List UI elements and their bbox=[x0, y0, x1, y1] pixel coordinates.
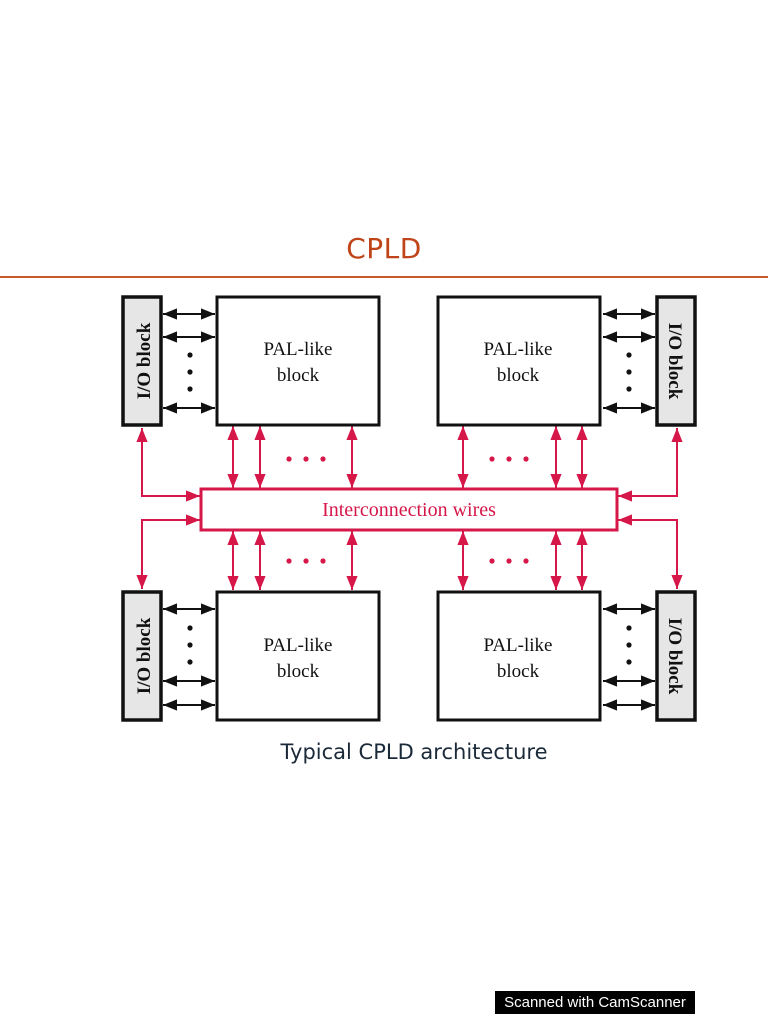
pal-block-label-line1: PAL-like bbox=[484, 635, 553, 656]
io-block-bottom-right: I/O block bbox=[655, 590, 697, 722]
io-block-label: I/O block bbox=[664, 618, 685, 695]
pal-block-top-right: PAL-like block bbox=[436, 295, 602, 427]
pal-block-label-line1: PAL-like bbox=[264, 635, 333, 656]
pal-block-label-line1: PAL-like bbox=[484, 339, 553, 360]
interconnect-label: Interconnection wires bbox=[322, 499, 496, 521]
io-pal-connections-bottom bbox=[163, 603, 655, 711]
interconnection-wires-block: Interconnection wires bbox=[199, 487, 619, 532]
io-block-label: I/O block bbox=[664, 323, 685, 400]
io-pal-connections-top bbox=[163, 308, 655, 414]
pal-block-label-line2: block bbox=[277, 661, 320, 682]
io-block-bottom-left: I/O block bbox=[121, 590, 163, 722]
io-block-label: I/O block bbox=[134, 322, 155, 399]
io-block-top-right: I/O block bbox=[655, 295, 697, 427]
ellipsis-dots-red bbox=[286, 456, 529, 564]
ellipsis-dots-black bbox=[187, 352, 632, 665]
pal-interconnect-connections bbox=[227, 426, 588, 590]
pal-block-bottom-right: PAL-like block bbox=[436, 590, 602, 722]
pal-block-bottom-left: PAL-like block bbox=[215, 590, 381, 722]
io-block-label: I/O block bbox=[134, 617, 155, 694]
pal-block-label-line2: block bbox=[497, 365, 540, 386]
camscanner-watermark: Scanned with CamScanner bbox=[495, 991, 695, 1014]
pal-block-label-line2: block bbox=[497, 661, 540, 682]
title-divider bbox=[0, 276, 768, 278]
pal-block-label-line1: PAL-like bbox=[264, 339, 333, 360]
io-interconnect-connections bbox=[136, 428, 683, 589]
io-block-top-left: I/O block bbox=[121, 295, 163, 427]
pal-block-label-line2: block bbox=[277, 365, 320, 386]
page-title: CPLD bbox=[346, 232, 422, 265]
diagram-caption: Typical CPLD architecture bbox=[280, 740, 548, 764]
pal-block-top-left: PAL-like block bbox=[215, 295, 381, 427]
